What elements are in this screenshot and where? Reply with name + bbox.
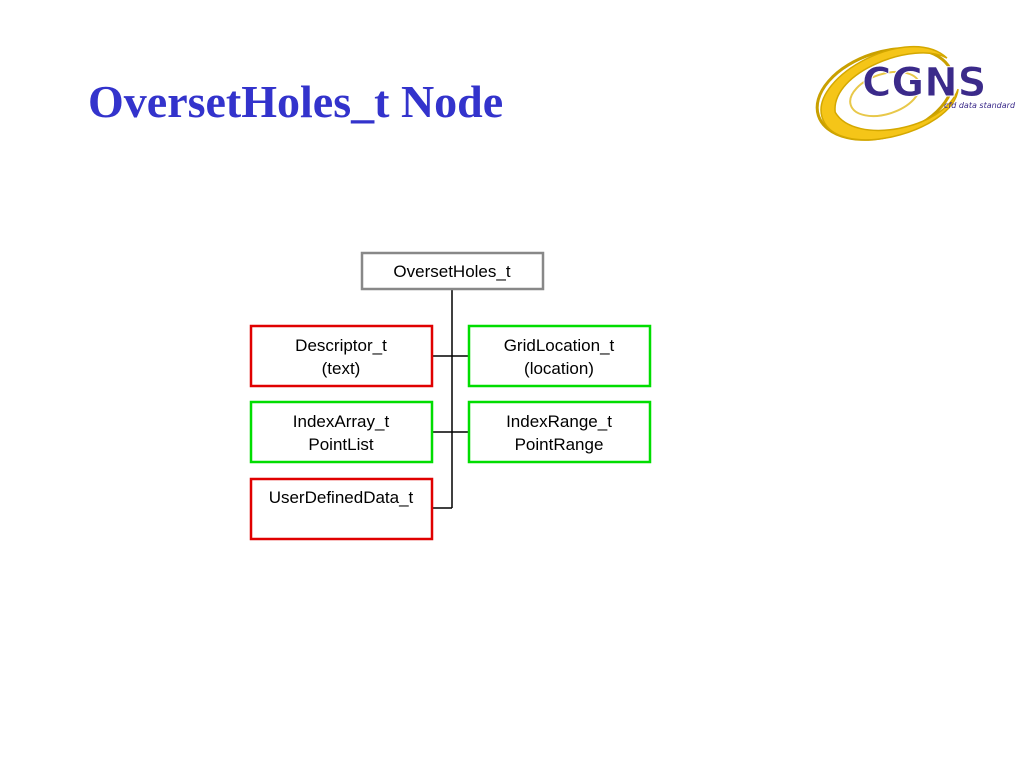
child-node-indexrange: IndexRange_t PointRange — [467, 400, 652, 464]
child-node-userdefineddata: UserDefinedData_t — [249, 477, 434, 541]
cgns-logo: CGNS cfd data standard — [810, 34, 1016, 158]
node-label-line1: Descriptor_t — [295, 336, 387, 355]
node-box — [249, 477, 434, 541]
logo-wordmark: CGNS — [862, 60, 986, 106]
node-box — [249, 400, 434, 464]
root-node-box — [360, 251, 545, 291]
logo-swirl — [820, 46, 959, 141]
logo-swirl-center — [849, 70, 921, 118]
node-label-line1: UserDefinedData_t — [269, 488, 414, 507]
root-node: OversetHoles_t — [360, 251, 545, 291]
child-node-gridlocation: GridLocation_t (location) — [467, 324, 652, 388]
child-node-descriptor: Descriptor_t (text) — [249, 324, 434, 388]
node-box — [249, 324, 434, 388]
node-box — [467, 324, 652, 388]
connector-group — [432, 290, 468, 509]
node-label-line2: PointRange — [515, 435, 604, 454]
node-label-line2: PointList — [308, 435, 373, 454]
root-node-label: OversetHoles_t — [393, 262, 510, 281]
logo-tagline: cfd data standard — [944, 101, 1016, 110]
node-label-line1: GridLocation_t — [504, 336, 615, 355]
child-node-indexarray: IndexArray_t PointList — [249, 400, 434, 464]
node-label-line1: IndexArray_t — [293, 412, 390, 431]
cgns-logo-graphic: CGNS cfd data standard — [815, 46, 1016, 141]
node-box — [467, 400, 652, 464]
slide-title: OversetHoles_t Node — [88, 76, 504, 127]
node-label-line2: (location) — [524, 359, 594, 378]
node-label-line2: (text) — [322, 359, 361, 378]
node-label-line1: IndexRange_t — [506, 412, 612, 431]
